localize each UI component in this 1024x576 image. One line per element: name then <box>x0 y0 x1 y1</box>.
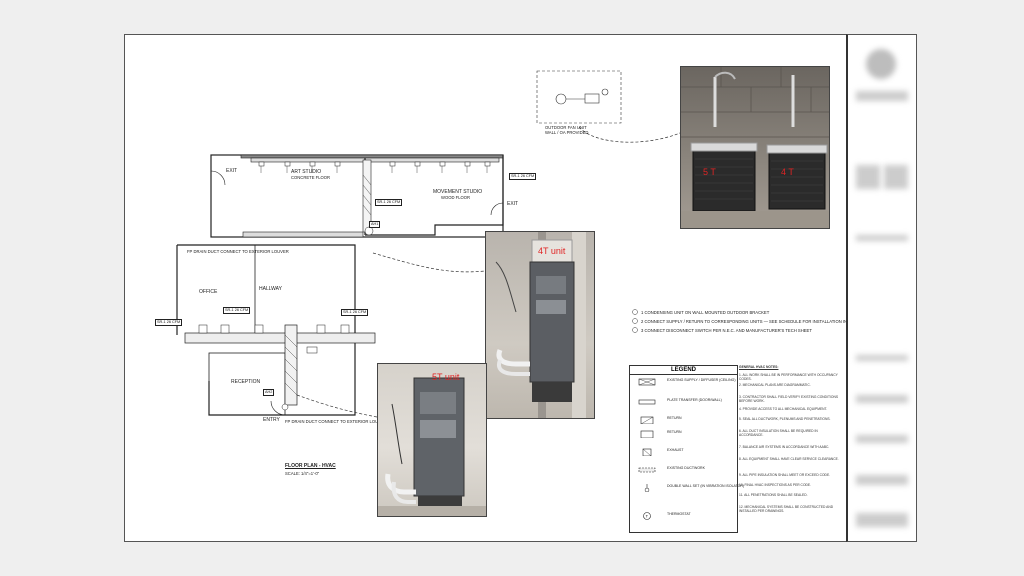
leader-to-4t-unit <box>372 252 486 273</box>
general-note: 10. FINAL HVAC INSPECTIONS AS PER CODE. <box>739 483 811 487</box>
general-note: 12. MECHANICAL SYSTEMS SHALL BE CONSTRUC… <box>739 505 834 513</box>
keyed-note: 2 CONNECT SUPPLY / RETURN TO CORRESPONDI… <box>641 319 875 324</box>
outdoor-unit-label-4t: 4 T <box>781 167 794 177</box>
equipment-tag-ahu: AH1 <box>369 221 381 228</box>
general-note: 1. ALL WORK SHALL BE IN PERFORMANCE WITH… <box>739 373 838 381</box>
title-block-text <box>856 475 908 485</box>
general-note: 3. CONTRACTOR SHALL FIELD VERIFY EXISTIN… <box>739 395 839 403</box>
general-note: 8. ALL EQUIPMENT SHALL HAVE CLEAR SERVIC… <box>739 457 839 461</box>
outdoor-unit-label-5t: 5 T <box>703 167 716 177</box>
legend-row: T THERMOSTAT <box>630 510 737 522</box>
general-notes: GENERAL HVAC NOTES: 1. ALL WORK SHALL BE… <box>739 365 839 535</box>
equipment-tag-ahu: AH2 <box>263 389 275 396</box>
general-note: 9. ALL PIPE INSULATION SHALL MEET OR EXC… <box>739 473 831 477</box>
equipment-tag-sr1: SR-1 26 CFM <box>155 319 183 326</box>
title-block-text <box>856 165 880 189</box>
room-sub-movement-studio: WOOD FLOOR <box>441 195 471 200</box>
floor-plan-svg <box>176 70 681 418</box>
equipment-tag-sr1: SR-1 26 CFM <box>223 307 251 314</box>
title-block-text <box>856 435 908 443</box>
legend-row: PLATE TRANSFER (DOOR/WALL) <box>630 396 737 408</box>
room-label-art-studio: ART STUDIO <box>291 169 322 175</box>
room-label-movement-studio: MOVEMENT STUDIO <box>433 189 483 195</box>
plate-transfer-icon <box>638 399 656 405</box>
general-notes-heading: GENERAL HVAC NOTES: <box>739 365 779 369</box>
outdoor-fan-label: OUTDOOR FAN UNIT <box>545 125 587 130</box>
outdoor-condensers-photo: 5 T 4 T <box>680 66 830 229</box>
room-label-exit-right: EXIT <box>507 201 519 207</box>
leader-to-outdoor-units <box>578 126 681 143</box>
drawing-paper: ART STUDIO CONCRETE FLOOR MOVEMENT STUDI… <box>124 34 874 542</box>
room-label-reception: RECEPTION <box>231 379 261 385</box>
room-label-hallway: HALLWAY <box>259 286 282 292</box>
title-block-text <box>856 235 908 241</box>
legend-row: EXISTING DUCTWORK <box>630 464 737 476</box>
duct-note: FP DRAIN DUCT CONNECT TO EXTERIOR LOUVER <box>187 249 289 254</box>
room-label-office: OFFICE <box>199 289 218 295</box>
general-note: 6. ALL DUCT INSULATION SHALL BE REQUIRED… <box>739 429 818 437</box>
supply-diffuser-icon <box>638 378 656 386</box>
legend-title: LEGEND <box>630 366 737 375</box>
general-note: 5. SEAL ALL DUCTWORK, PLENUMS AND PENETR… <box>739 417 831 421</box>
indoor-5t-unit-photo: 5T unit <box>377 363 487 517</box>
outdoor-fan-sublabel: WALL / OA PROVIDED <box>545 130 589 135</box>
duct-note: FP DRAIN DUCT CONNECT TO EXTERIOR LOUVER <box>285 419 387 424</box>
legend-row: RETURN <box>630 428 737 440</box>
firm-logo <box>866 49 896 79</box>
drawing-scale: SCALE: 1/4"=1'-0" <box>285 471 320 476</box>
equipment-tag-sr1: SR-1 26 CFM <box>341 309 369 316</box>
legend-row: EXISTING SUPPLY / DIFFUSER (CEILING) <box>630 376 737 388</box>
equipment-tag-sr1: SR-1 26 CFM <box>509 173 537 180</box>
return-icon <box>640 430 654 438</box>
general-note: 11. ALL PENETRATIONS SHALL BE SEALED. <box>739 493 808 497</box>
general-note: 4. PROVIDE ACCESS TO ALL MECHANICAL EQUI… <box>739 407 828 411</box>
room-label-exit-left: EXIT <box>226 168 238 174</box>
equipment-tag-sr1: SR-1 26 CFM <box>375 199 403 206</box>
existing-ductwork-icon <box>638 467 656 473</box>
title-block-text <box>856 91 908 101</box>
leader-to-5t-unit <box>296 394 378 418</box>
general-note: 2. MECHANICAL PLANS ARE DIAGRAMMATIC. <box>739 383 811 387</box>
legend-row: DOUBLE WALL SET (IN VIBRATION ISOLATOR) <box>630 482 744 494</box>
return-grille-icon <box>640 416 654 424</box>
title-block-text <box>856 513 908 527</box>
keyed-note: 1 CONDENSING UNIT ON WALL MOUNTED OUTDOO… <box>641 310 770 315</box>
legend-row: RETURN <box>630 414 737 426</box>
indoor-unit-label-5t: 5T unit <box>432 372 460 382</box>
title-block-text <box>884 165 908 189</box>
legend-row: EXHAUST <box>630 446 737 458</box>
drawing-title: FLOOR PLAN - HVAC <box>285 463 336 469</box>
room-label-entry: ENTRY <box>263 417 280 423</box>
title-block <box>846 34 917 542</box>
indoor-unit-label-4t: 4T unit <box>538 246 566 256</box>
room-sub-art-studio: CONCRETE FLOOR <box>291 175 331 180</box>
thermostat-icon: T <box>643 512 651 520</box>
svg-text:T: T <box>646 514 649 519</box>
indoor-4t-unit-photo: 4T unit <box>485 231 595 419</box>
general-note: 7. BALANCE AIR SYSTEMS IN ACCORDANCE WIT… <box>739 445 830 449</box>
double-wall-icon <box>644 484 650 492</box>
exhaust-icon <box>642 448 652 456</box>
title-block-text <box>856 395 908 403</box>
keyed-note: 3 CONNECT DISCONNECT SWITCH PER N.E.C. A… <box>641 328 812 333</box>
title-block-text <box>856 355 908 361</box>
legend-box: LEGEND EXISTING SUPPLY / DIFFUSER (CEILI… <box>629 365 744 533</box>
